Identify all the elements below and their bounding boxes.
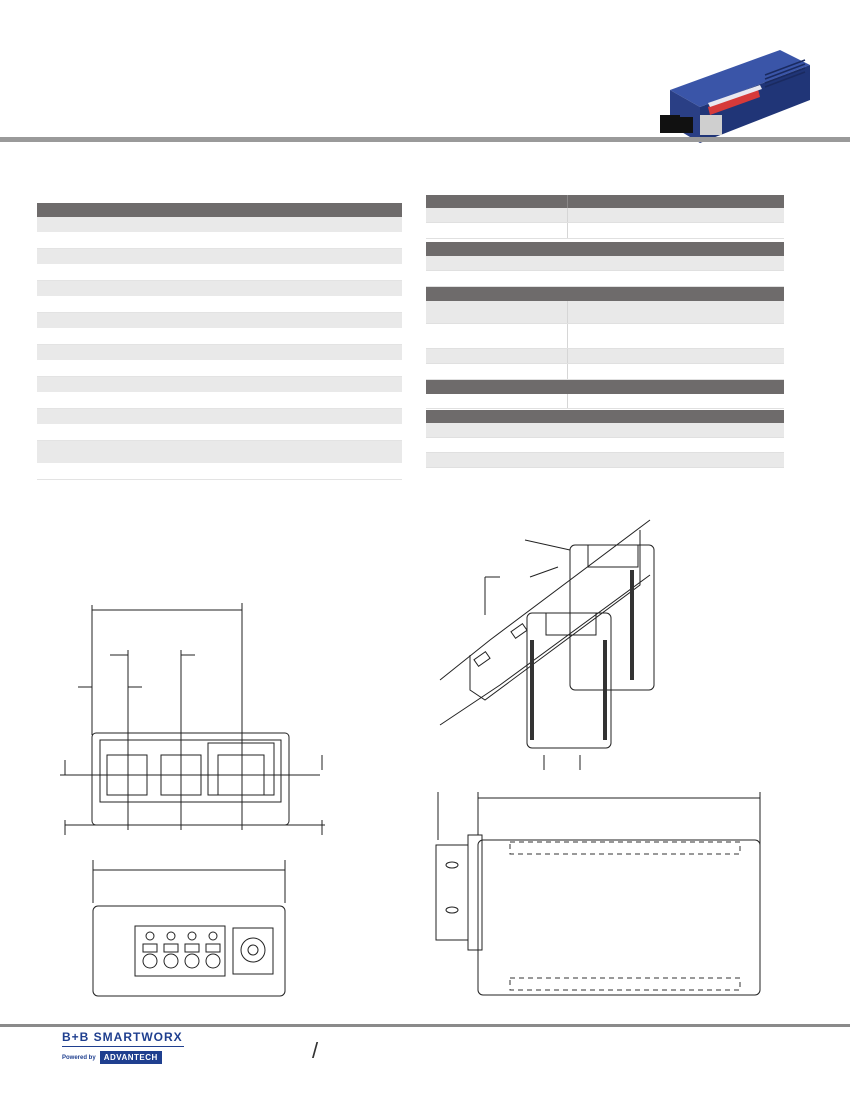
table-header [37, 203, 402, 217]
table-row [37, 233, 402, 249]
section-header [426, 380, 784, 394]
header-rule [0, 137, 850, 142]
table-row [37, 425, 402, 441]
din-rail-drawing [439, 519, 655, 770]
footer-rule [0, 1024, 850, 1027]
table-row [426, 423, 784, 438]
table-row [426, 223, 784, 239]
spec-table-left [37, 203, 402, 480]
table-row [426, 438, 784, 453]
table-header [426, 195, 784, 208]
section-header [426, 410, 784, 423]
table-row [37, 393, 402, 409]
table-row [426, 301, 784, 324]
table-row [37, 361, 402, 377]
brand-name: B+B SMARTWORX [62, 1030, 183, 1044]
table-row [37, 281, 402, 297]
table-row [426, 256, 784, 271]
table-row [426, 349, 784, 364]
table-row [37, 329, 402, 345]
table-row [37, 313, 402, 329]
table-row [426, 364, 784, 380]
table-row [37, 345, 402, 361]
footer-separator: / [312, 1038, 319, 1063]
table-row [426, 271, 784, 287]
top-view-drawing [92, 860, 286, 997]
table-row [37, 441, 402, 464]
product-photo [660, 50, 810, 143]
section-header [426, 242, 784, 256]
table-row [37, 377, 402, 393]
front-view-drawing [60, 603, 325, 835]
table-row [37, 409, 402, 425]
spec-table-right [426, 195, 784, 468]
table-row [37, 265, 402, 281]
table-row [426, 208, 784, 223]
table-row [426, 394, 784, 409]
brand-logo: B+B SMARTWORX Powered by ADVANTECH [62, 1030, 184, 1064]
table-row [426, 453, 784, 468]
section-header [426, 287, 784, 301]
table-row [37, 464, 402, 480]
table-row [37, 297, 402, 313]
side-view-drawing [435, 792, 761, 996]
table-row [37, 249, 402, 265]
advantech-logo: ADVANTECH [99, 1051, 162, 1064]
table-row [37, 217, 402, 233]
table-row [426, 324, 784, 349]
powered-by-label: Powered by [62, 1054, 96, 1061]
